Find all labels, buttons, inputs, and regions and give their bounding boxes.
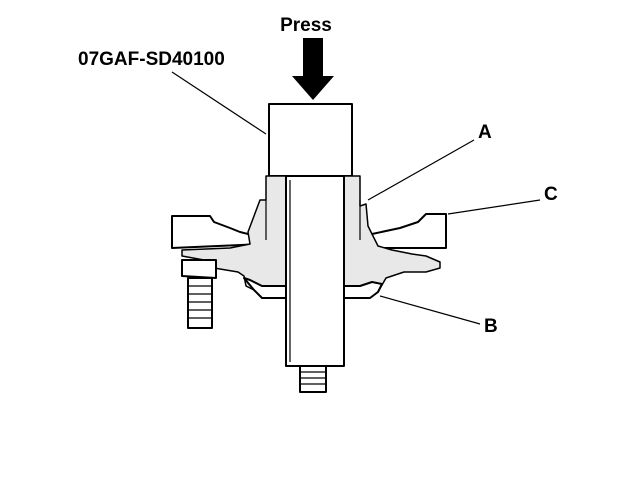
callout-a-label: A [478, 122, 492, 143]
arrow-down-icon [292, 38, 334, 100]
tool-part-number-label: 07GAF-SD40100 [78, 49, 225, 70]
driver-shaft [285, 175, 345, 367]
threaded-end [299, 365, 327, 393]
callout-a-leader [367, 139, 475, 201]
wheel-stud [181, 259, 217, 329]
callout-b-label: B [484, 316, 498, 337]
tool-leader-line [171, 71, 267, 135]
callout-b-leader [379, 295, 481, 325]
callout-c-label: C [544, 184, 558, 205]
callout-c-leader [447, 199, 541, 215]
press-tool-block [268, 103, 353, 177]
press-label: Press [280, 15, 332, 36]
knuckle-body-left [181, 175, 287, 299]
